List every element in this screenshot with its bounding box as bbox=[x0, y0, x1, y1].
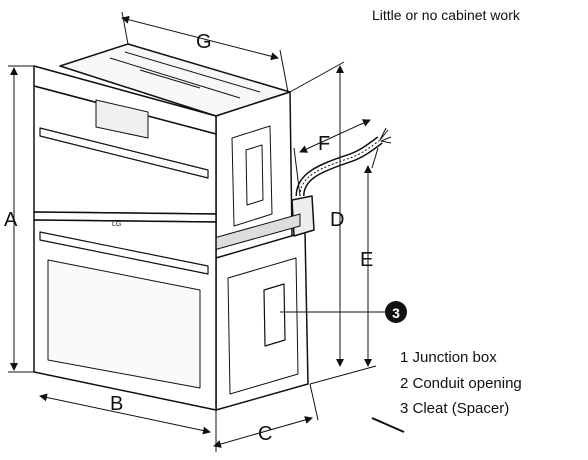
dimension-line-b bbox=[39, 393, 211, 435]
brand-logo: LG bbox=[112, 221, 121, 228]
dimension-label-c: C bbox=[258, 423, 272, 445]
dimension-label-g: G bbox=[196, 31, 212, 53]
dimension-line-c bbox=[213, 416, 313, 448]
dimension-label-a: A bbox=[4, 209, 18, 231]
dimension-label-b: B bbox=[110, 393, 123, 415]
conduit-cable bbox=[295, 127, 392, 197]
dimension-label-f: F bbox=[318, 133, 330, 155]
dimension-line-f bbox=[299, 119, 371, 153]
legend-item-junction-box: 1 Junction box bbox=[400, 349, 497, 366]
callout-cleat-badge: 3 bbox=[385, 301, 407, 323]
dimension-label-e: E bbox=[360, 249, 373, 271]
callout-number: 3 bbox=[392, 305, 400, 321]
dimension-lines bbox=[8, 11, 405, 452]
dimension-line-g bbox=[121, 15, 279, 61]
dimension-label-d: D bbox=[330, 209, 344, 231]
legend-item-conduit-opening: 2 Conduit opening bbox=[400, 375, 522, 392]
legend-item-cleat: 3 Cleat (Spacer) bbox=[400, 400, 509, 417]
caption: Little or no cabinet work bbox=[372, 7, 521, 23]
parts-legend: 1 Junction box 2 Conduit opening 3 Cleat… bbox=[400, 349, 522, 417]
wall-oven-unit bbox=[33, 43, 315, 411]
dimension-labels: A B C D E F G bbox=[4, 31, 373, 445]
